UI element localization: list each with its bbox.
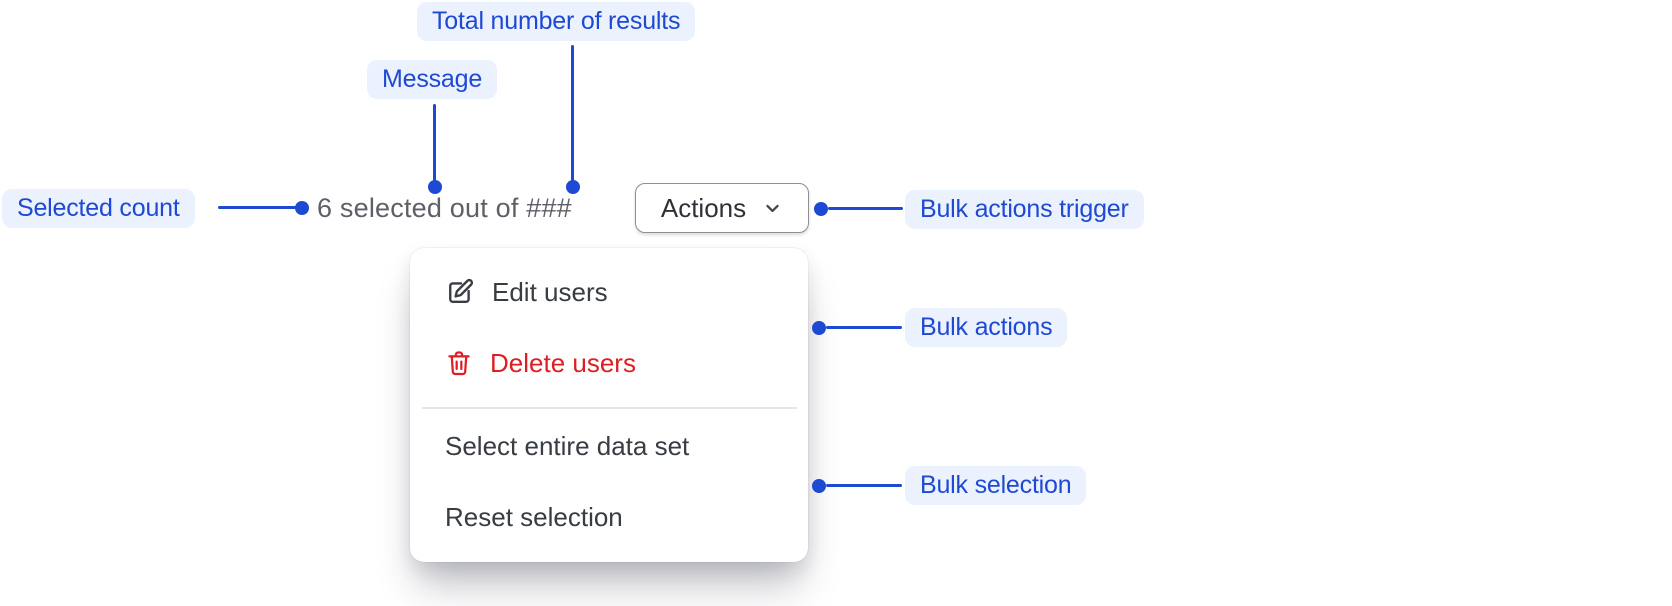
connector-line-bulk-actions-trigger [828, 207, 903, 210]
chevron-down-icon [762, 198, 783, 219]
connector-dot-bulk-actions [812, 321, 826, 335]
connector-dot-bulk-actions-trigger [814, 202, 828, 216]
menu-item-edit-users[interactable]: Edit users [410, 258, 808, 326]
annotation-bulk-selection: Bulk selection [905, 466, 1087, 505]
connector-dot-total-results [566, 180, 580, 194]
menu-item-reset-selection[interactable]: Reset selection [410, 483, 808, 551]
actions-button-label: Actions [660, 192, 747, 223]
annotation-bulk-actions: Bulk actions [905, 308, 1068, 347]
annotation-bulk-actions-trigger: Bulk actions trigger [905, 190, 1144, 229]
edit-icon [445, 277, 475, 307]
annotation-selected-count: Selected count [2, 189, 195, 228]
menu-item-label: Select entire data set [445, 430, 690, 461]
trash-icon [445, 348, 473, 378]
menu-item-label: Edit users [492, 276, 608, 307]
bulk-actions-menu: Edit users Delete users Select entire da… [410, 248, 808, 562]
connector-line-bulk-actions [826, 326, 902, 329]
connector-dot-selected-count [295, 201, 309, 215]
annotation-message: Message [367, 60, 498, 99]
bulk-actions-trigger-button[interactable]: Actions [635, 183, 809, 233]
connector-line-selected-count [218, 206, 296, 209]
menu-item-label: Delete users [490, 347, 636, 378]
menu-item-delete-users[interactable]: Delete users [410, 329, 808, 397]
menu-divider [422, 407, 797, 409]
connector-dot-message [428, 180, 442, 194]
connector-line-bulk-selection [826, 484, 902, 487]
selection-message: 6 selected out of ### [317, 193, 572, 223]
annotation-total-results: Total number of results [417, 2, 696, 41]
connector-line-message [433, 104, 436, 181]
connector-dot-bulk-selection [812, 479, 826, 493]
menu-item-select-entire-data-set[interactable]: Select entire data set [410, 412, 808, 480]
connector-line-total-results [571, 45, 574, 181]
menu-item-label: Reset selection [445, 501, 623, 532]
